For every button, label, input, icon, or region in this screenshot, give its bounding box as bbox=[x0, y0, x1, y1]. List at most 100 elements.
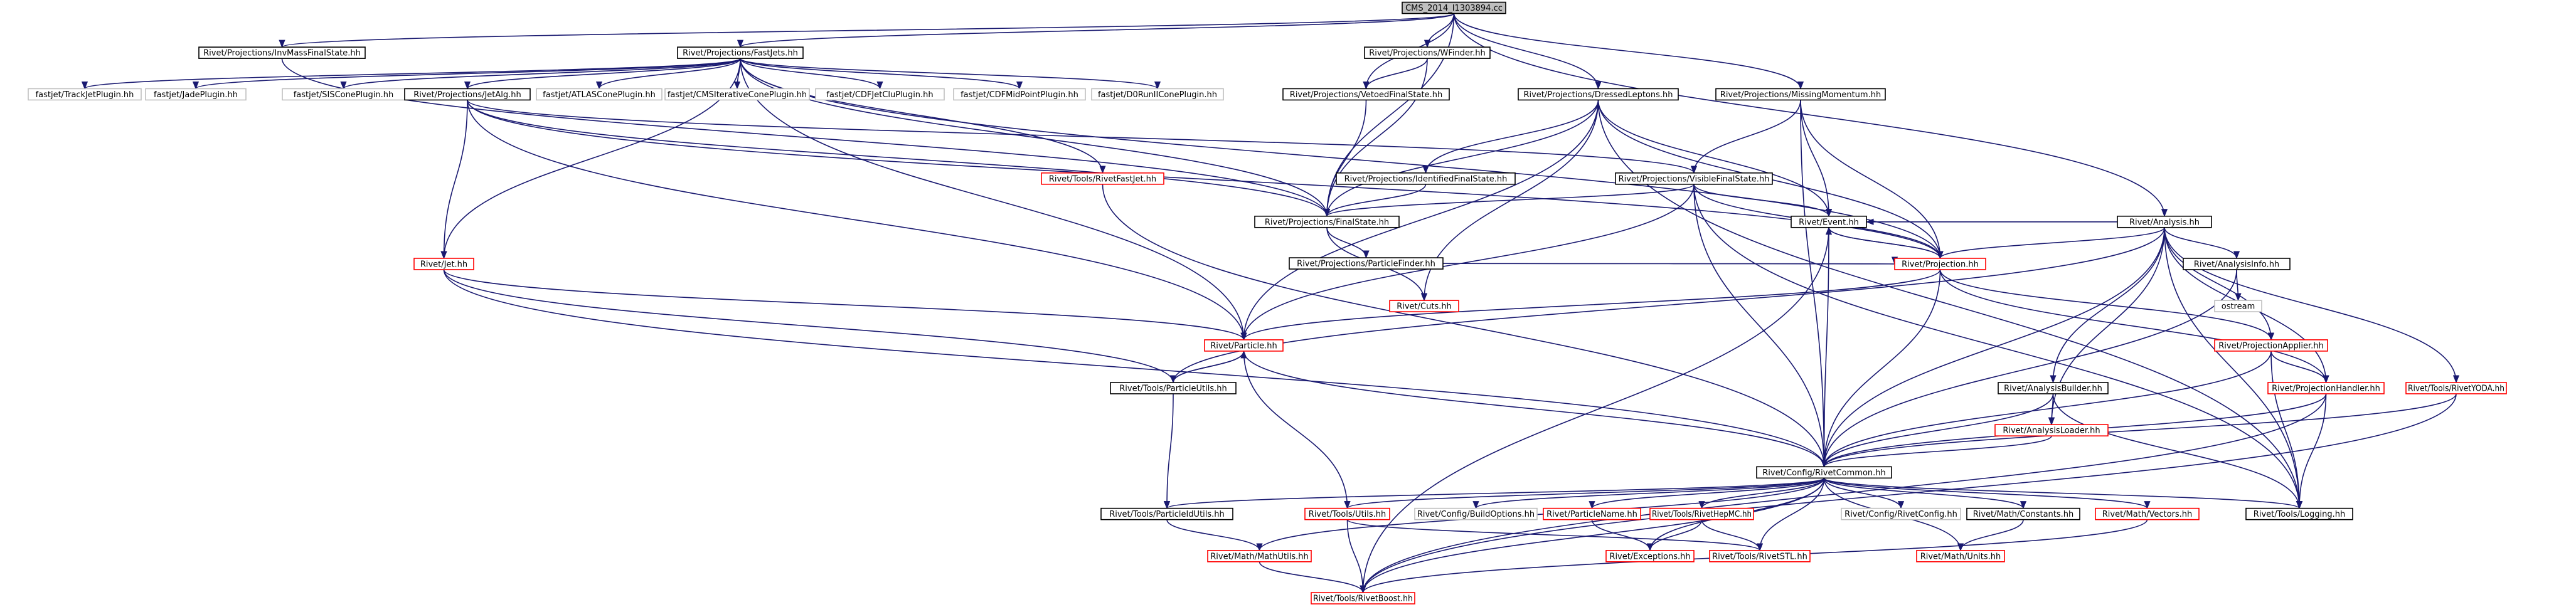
edge-analysisinfo-to-rivetcommon bbox=[1821, 269, 2237, 468]
node-jetalg[interactable]: Rivet/Projections/JetAlg.hh bbox=[404, 88, 531, 101]
node-mathconstants[interactable]: Rivet/Math/Constants.hh bbox=[1966, 507, 2080, 520]
node-box-projection bbox=[1894, 258, 1986, 270]
node-box-cdfjetclu bbox=[815, 88, 945, 101]
node-box-jet bbox=[413, 258, 474, 270]
edge-fastjets-to-finalstate bbox=[740, 58, 1331, 218]
node-particlefinder[interactable]: Rivet/Projections/ParticleFinder.hh bbox=[1289, 257, 1444, 270]
node-logging[interactable]: Rivet/Tools/Logging.hh bbox=[2245, 507, 2353, 520]
edge-analysis-to-particleutils bbox=[1170, 227, 2165, 384]
node-vetoedfs[interactable]: Rivet/Projections/VetoedFinalState.hh bbox=[1282, 88, 1450, 101]
node-dressedlep[interactable]: Rivet/Projections/DressedLeptons.hh bbox=[1518, 88, 1679, 101]
edge-analysisbuilder-to-rivetcommon bbox=[1821, 393, 2054, 468]
node-box-invmass bbox=[198, 46, 366, 59]
node-rivetstl[interactable]: Rivet/Tools/RivetSTL.hh bbox=[1709, 550, 1811, 562]
node-particleidutils[interactable]: Rivet/Tools/ParticleIdUtils.hh bbox=[1100, 507, 1233, 520]
node-finalstate[interactable]: Rivet/Projections/FinalState.hh bbox=[1254, 215, 1400, 228]
node-cmsiter[interactable]: fastjet/CMSIterativeConePlugin.hh bbox=[664, 88, 810, 101]
node-label-mathutils: Rivet/Math/MathUtils.hh bbox=[1210, 552, 1308, 561]
node-label-ostream: ostream bbox=[2222, 302, 2255, 312]
node-visiblefs[interactable]: Rivet/Projections/VisibleFinalState.hh bbox=[1615, 172, 1773, 185]
node-label-trackjet: fastjet/TrackJetPlugin.hh bbox=[36, 90, 134, 100]
node-siscone[interactable]: fastjet/SISConePlugin.hh bbox=[282, 88, 405, 101]
node-box-analysis bbox=[2117, 215, 2212, 228]
node-box-wfinder bbox=[1364, 46, 1491, 59]
edge-jetalg-to-finalstate bbox=[467, 100, 1330, 218]
edge-analysis-to-rivetyoda bbox=[2164, 227, 2460, 384]
edge-particle-to-rivetcommon bbox=[1243, 351, 1828, 468]
edge-mathconstants-to-mathunits bbox=[1957, 519, 2024, 552]
edge-missingmom-to-projection bbox=[1800, 100, 1944, 260]
edge-visiblefs-to-event bbox=[1693, 184, 1833, 218]
node-box-buildoptions bbox=[1414, 507, 1538, 520]
node-jadeplugin[interactable]: fastjet/JadePlugin.hh bbox=[145, 88, 247, 101]
node-box-fastjets bbox=[677, 46, 804, 59]
node-label-visiblefs: Rivet/Projections/VisibleFinalState.hh bbox=[1619, 174, 1770, 184]
node-projection[interactable]: Rivet/Projection.hh bbox=[1894, 258, 1986, 270]
node-identifiedfs[interactable]: Rivet/Projections/IdentifiedFinalState.h… bbox=[1336, 172, 1516, 185]
node-particle[interactable]: Rivet/Particle.hh bbox=[1204, 339, 1284, 352]
node-root[interactable]: CMS_2014_I1303894.cc bbox=[1402, 1, 1506, 14]
edge-event-to-rivetboost bbox=[1360, 227, 1829, 594]
node-analysisloader[interactable]: Rivet/AnalysisLoader.hh bbox=[1994, 424, 2109, 436]
node-box-dressedlep bbox=[1518, 88, 1679, 101]
node-event[interactable]: Rivet/Event.hh bbox=[1791, 215, 1867, 228]
node-invmass[interactable]: Rivet/Projections/InvMassFinalState.hh bbox=[198, 46, 366, 59]
node-projapplier[interactable]: Rivet/ProjectionApplier.hh bbox=[2214, 339, 2328, 352]
node-missingmom[interactable]: Rivet/Projections/MissingMomentum.hh bbox=[1715, 88, 1886, 101]
edge-projapplier-to-logging bbox=[2270, 351, 2303, 509]
node-wfinder[interactable]: Rivet/Projections/WFinder.hh bbox=[1364, 46, 1491, 59]
edge-rivetfastjet-to-rivetcommon bbox=[1102, 184, 1828, 468]
node-box-logging bbox=[2245, 507, 2353, 520]
node-label-event: Rivet/Event.hh bbox=[1799, 218, 1859, 227]
edge-projhandler-to-logging bbox=[2296, 393, 2327, 509]
node-label-analysisinfo: Rivet/AnalysisInfo.hh bbox=[2194, 260, 2279, 269]
node-analysisbuilder[interactable]: Rivet/AnalysisBuilder.hh bbox=[1998, 382, 2109, 394]
edge-fastjets-to-jetalg bbox=[464, 58, 741, 90]
node-jet[interactable]: Rivet/Jet.hh bbox=[413, 258, 474, 270]
node-box-analysisbuilder bbox=[1998, 382, 2109, 394]
node-mathutils[interactable]: Rivet/Math/MathUtils.hh bbox=[1207, 550, 1312, 562]
node-label-rivetstl: Rivet/Tools/RivetSTL.hh bbox=[1712, 552, 1807, 561]
node-cuts[interactable]: Rivet/Cuts.hh bbox=[1389, 300, 1459, 312]
node-mathvectors[interactable]: Rivet/Math/Vectors.hh bbox=[2095, 507, 2200, 520]
node-mathunits[interactable]: Rivet/Math/Units.hh bbox=[1916, 550, 2005, 562]
node-atlascone[interactable]: fastjet/ATLASConePlugin.hh bbox=[536, 88, 663, 101]
node-trackjet[interactable]: fastjet/TrackJetPlugin.hh bbox=[28, 88, 142, 101]
node-label-rivethepmc: Rivet/Tools/RivetHepMC.hh bbox=[1652, 510, 1752, 519]
node-rivethepmc[interactable]: Rivet/Tools/RivetHepMC.hh bbox=[1649, 507, 1754, 520]
edge-analysisbuilder-to-logging bbox=[2052, 393, 2303, 509]
node-box-d0run bbox=[1091, 88, 1224, 101]
edge-projection-to-event bbox=[1825, 226, 1941, 259]
node-label-particle: Rivet/Particle.hh bbox=[1210, 341, 1277, 351]
node-rivetcommon[interactable]: Rivet/Config/RivetCommon.hh bbox=[1756, 466, 1892, 479]
node-rivetconfig[interactable]: Rivet/Config/RivetConfig.hh bbox=[1841, 507, 1961, 520]
node-analysisinfo[interactable]: Rivet/AnalysisInfo.hh bbox=[2183, 258, 2291, 270]
node-d0run[interactable]: fastjet/D0RunIIConePlugin.hh bbox=[1091, 88, 1224, 101]
node-box-atlascone bbox=[536, 88, 663, 101]
node-rivetboost[interactable]: Rivet/Tools/RivetBoost.hh bbox=[1311, 592, 1415, 604]
node-box-toolsutils bbox=[1304, 507, 1390, 520]
node-rivetyoda[interactable]: Rivet/Tools/RivetYODA.hh bbox=[2405, 382, 2507, 394]
node-cdfjetclu[interactable]: fastjet/CDFJetCluPlugin.hh bbox=[815, 88, 945, 101]
node-label-invmass: Rivet/Projections/InvMassFinalState.hh bbox=[203, 49, 361, 58]
node-box-visiblefs bbox=[1615, 172, 1773, 185]
node-label-mathvectors: Rivet/Math/Vectors.hh bbox=[2102, 510, 2193, 519]
node-exceptions[interactable]: Rivet/Exceptions.hh bbox=[1605, 550, 1695, 562]
node-particleutils[interactable]: Rivet/Tools/ParticleUtils.hh bbox=[1110, 382, 1237, 394]
node-particlename[interactable]: Rivet/ParticleName.hh bbox=[1543, 507, 1641, 520]
edge-jet-to-particle bbox=[443, 269, 1247, 341]
node-buildoptions[interactable]: Rivet/Config/BuildOptions.hh bbox=[1414, 507, 1538, 520]
node-ostream[interactable]: ostream bbox=[2214, 300, 2262, 312]
node-analysis[interactable]: Rivet/Analysis.hh bbox=[2117, 215, 2212, 228]
node-cdfmidpoint[interactable]: fastjet/CDFMidPointPlugin.hh bbox=[953, 88, 1086, 101]
edge-toolsutils-to-rivetstl bbox=[1346, 519, 1763, 552]
node-rivetfastjet[interactable]: Rivet/Tools/RivetFastJet.hh bbox=[1041, 172, 1164, 185]
edge-particleutils-to-particleidutils bbox=[1163, 393, 1174, 509]
node-label-rivetyoda: Rivet/Tools/RivetYODA.hh bbox=[2408, 384, 2504, 393]
node-label-toolsutils: Rivet/Tools/Utils.hh bbox=[1309, 510, 1386, 519]
node-fastjets[interactable]: Rivet/Projections/FastJets.hh bbox=[677, 46, 804, 59]
node-projhandler[interactable]: Rivet/ProjectionHandler.hh bbox=[2267, 382, 2385, 394]
node-toolsutils[interactable]: Rivet/Tools/Utils.hh bbox=[1304, 507, 1390, 520]
edge-root-to-missingmom bbox=[1453, 13, 1804, 90]
